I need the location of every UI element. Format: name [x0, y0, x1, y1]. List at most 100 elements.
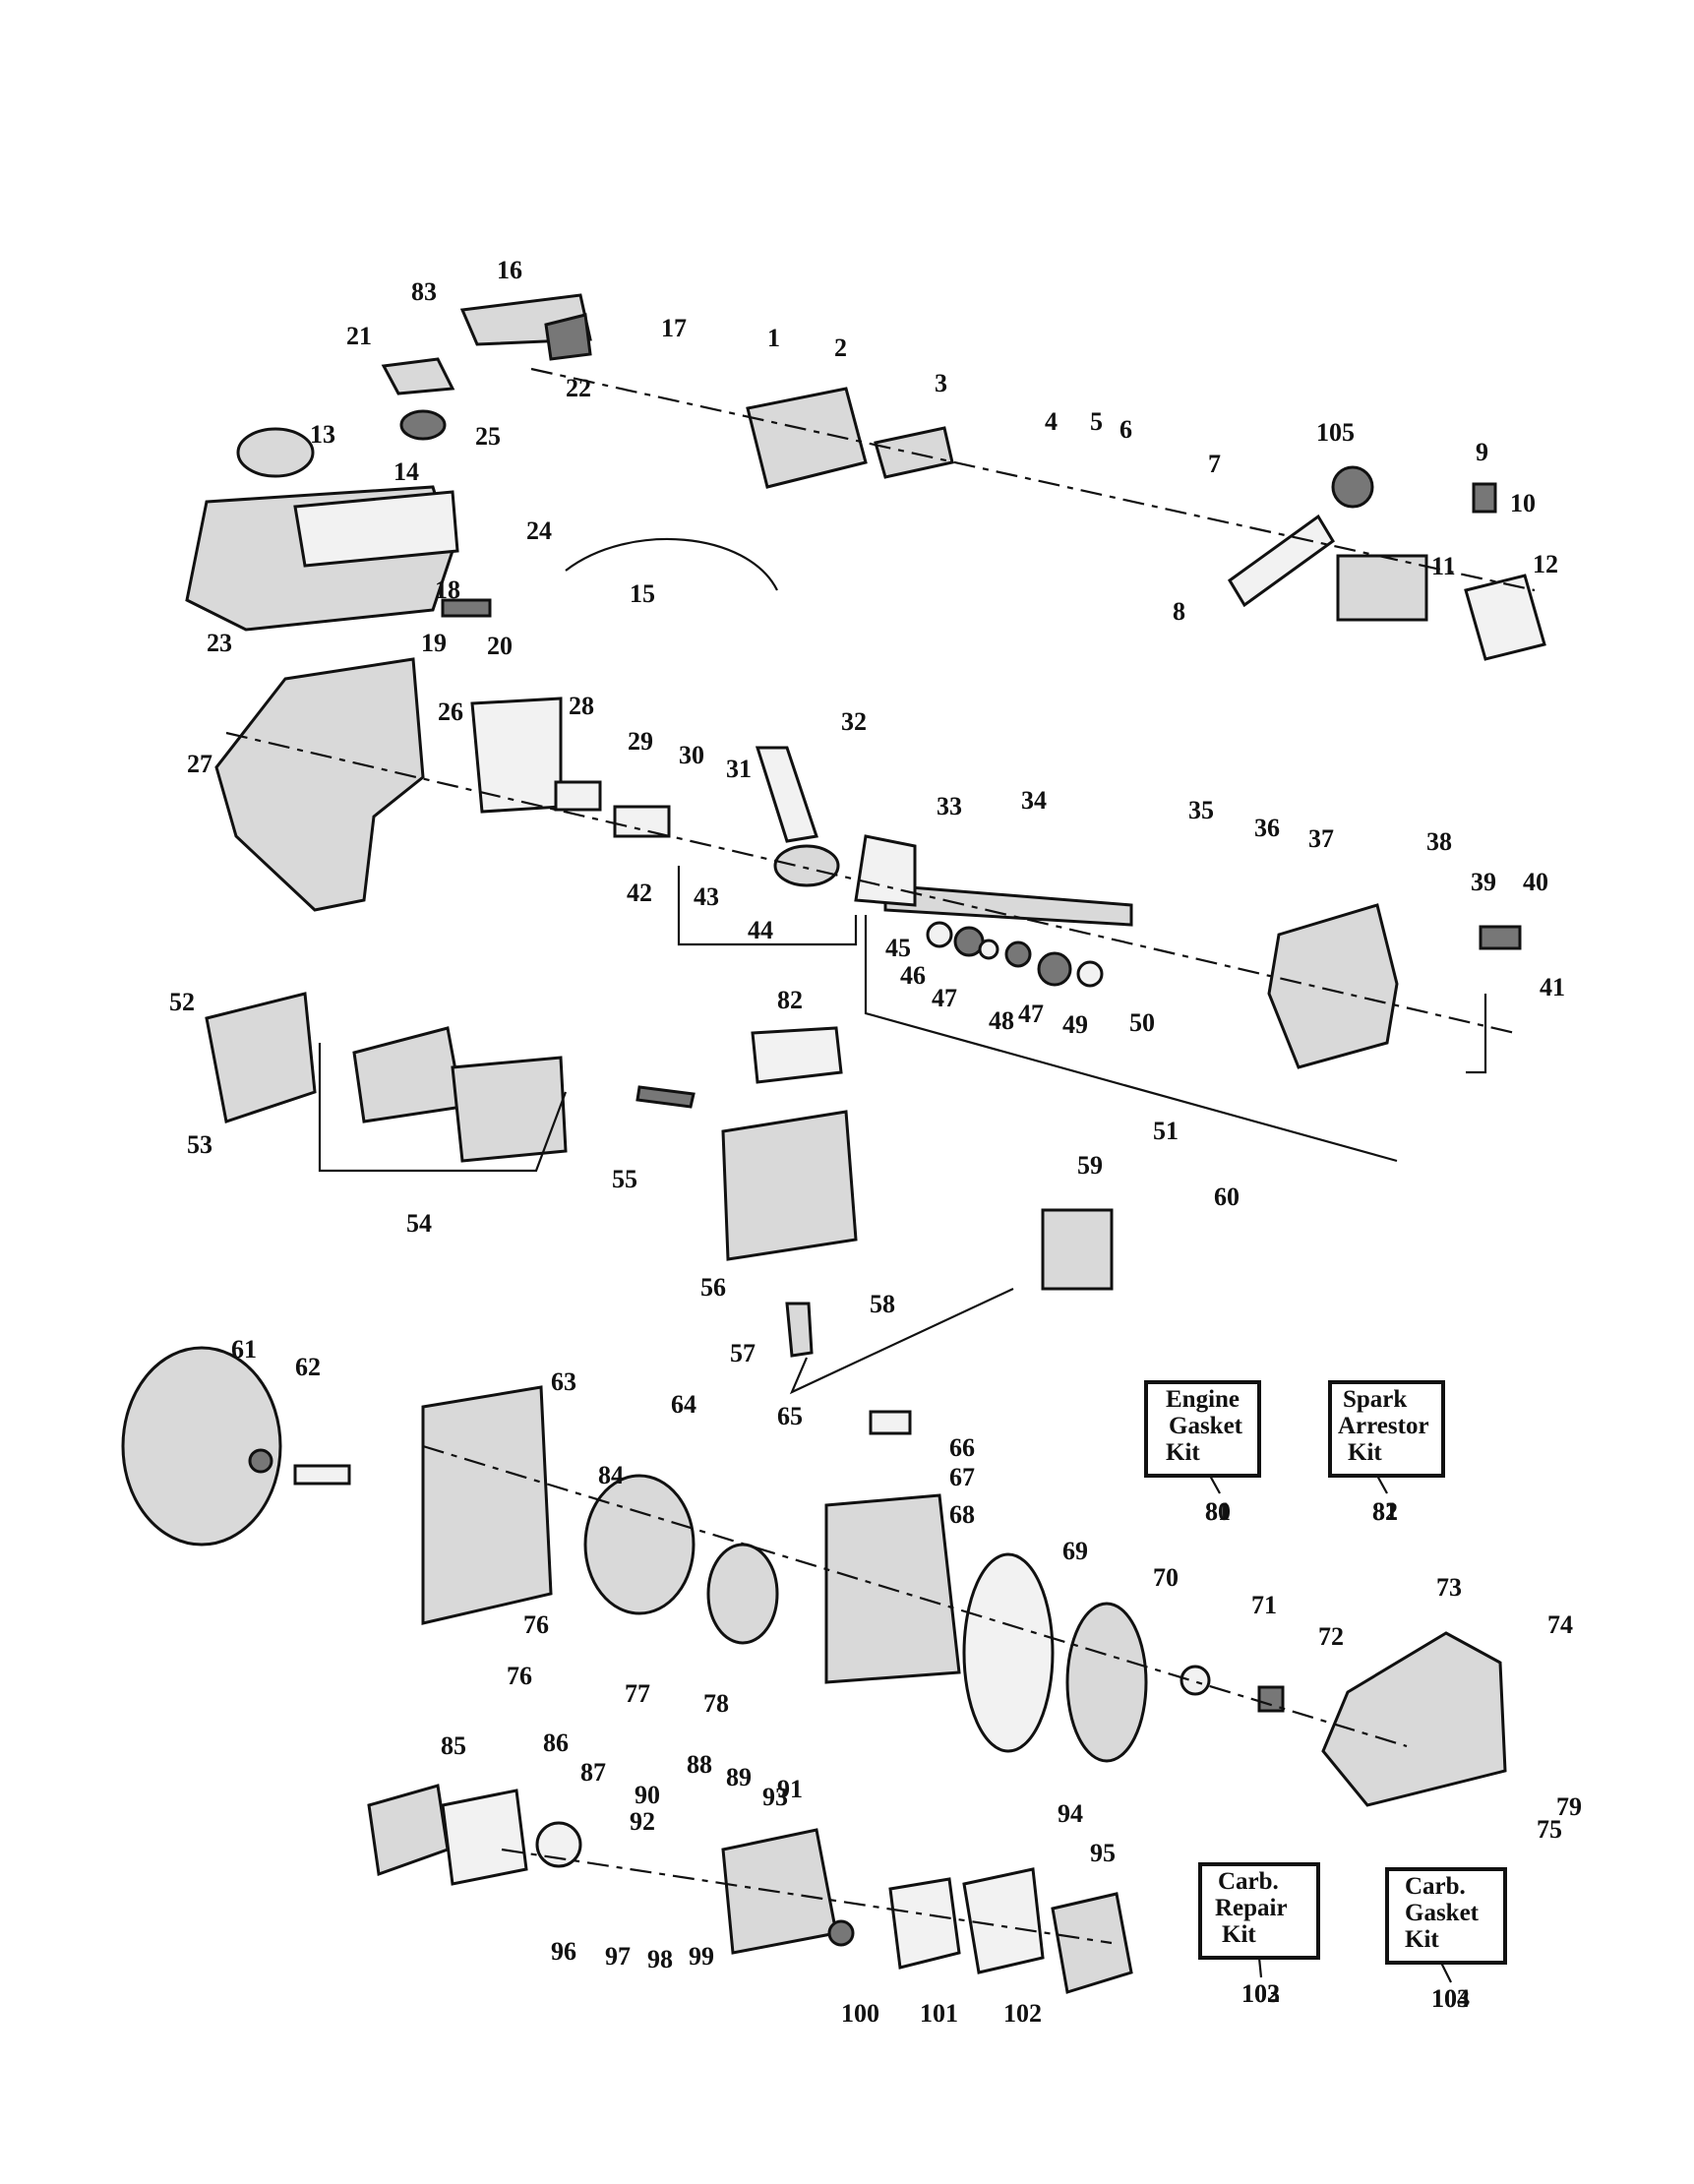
- callout-102: 102: [1003, 1999, 1042, 2028]
- kit-line: Carb.: [1218, 1868, 1279, 1895]
- callout-41: 41: [1540, 973, 1565, 1001]
- callout-17: 17: [661, 314, 687, 342]
- callout-35: 35: [1188, 796, 1214, 824]
- callout-76: 76: [507, 1662, 532, 1690]
- part-crankshaft: [883, 883, 1133, 927]
- part-starter-pulley: [583, 1474, 696, 1615]
- callout-101: 101: [920, 1999, 958, 2028]
- callout-21: 21: [346, 322, 372, 350]
- callout-18: 18: [435, 576, 460, 604]
- callout-76: 76: [523, 1610, 549, 1639]
- part-30: [613, 805, 671, 838]
- part-73: [1257, 1685, 1285, 1713]
- part-41: [1466, 994, 1487, 1074]
- kit-engine-gasket: Engine Gasket Kit 81: [1144, 1380, 1261, 1526]
- callout-59: 59: [1077, 1151, 1103, 1180]
- callout-89: 89: [726, 1763, 752, 1791]
- callout-93: 93: [762, 1783, 788, 1811]
- callout-66: 66: [949, 1433, 975, 1462]
- part-spring-20: [441, 598, 492, 618]
- callout-37: 37: [1308, 824, 1334, 853]
- callout-72: 72: [1318, 1622, 1344, 1651]
- callout-28: 28: [569, 692, 594, 720]
- part-air-box: [352, 1026, 464, 1123]
- callout-26: 26: [438, 698, 463, 726]
- part-25: [399, 409, 447, 441]
- kit-line: Kit: [1166, 1439, 1200, 1466]
- part-86: [367, 1784, 450, 1877]
- part-87: [441, 1789, 528, 1886]
- kit-carb-gasket: Carb. Gasket Kit 103: [1385, 1867, 1507, 2013]
- callout-61: 61: [231, 1335, 257, 1364]
- part-99: [827, 1919, 855, 1947]
- part-crankcase-half: [421, 1385, 553, 1625]
- callout-68: 68: [949, 1500, 975, 1529]
- part-66: [706, 1543, 779, 1645]
- kit-spark-arrestor: Spark Arrestor Kit 82: [1328, 1380, 1445, 1526]
- kit-line: Gasket: [1405, 1900, 1480, 1926]
- part-carb-11: [1336, 554, 1428, 622]
- callout-58: 58: [870, 1290, 895, 1318]
- kit-line: Repair: [1215, 1895, 1288, 1921]
- kit-number: 82: [1372, 1497, 1398, 1526]
- callout-4: 4: [1045, 407, 1058, 436]
- callout-97: 97: [605, 1942, 631, 1971]
- part-63: [248, 1448, 273, 1474]
- callout-48: 48: [989, 1006, 1014, 1035]
- callout-86: 86: [543, 1729, 569, 1757]
- callout-42: 42: [627, 879, 652, 907]
- part-40: [1479, 925, 1522, 950]
- part-clamp-22: [544, 313, 592, 361]
- kit-line: Arrestor: [1338, 1413, 1429, 1439]
- part-fuel-line: [565, 537, 778, 591]
- part-104: [1331, 465, 1374, 509]
- part-56: [635, 1085, 696, 1109]
- part-spark-plug: [785, 1302, 814, 1358]
- callout-43: 43: [694, 882, 719, 911]
- callout-73: 73: [1436, 1573, 1462, 1602]
- part-100: [888, 1877, 961, 1970]
- callout-84: 84: [598, 1461, 624, 1489]
- part-tank-handle: [293, 490, 459, 568]
- part-29: [554, 780, 602, 812]
- callout-3: 3: [935, 369, 947, 397]
- part-10: [1472, 482, 1497, 514]
- part-48: [1004, 940, 1032, 968]
- callout-52: 52: [169, 988, 195, 1016]
- part-47: [978, 939, 999, 960]
- callout-57: 57: [730, 1339, 756, 1367]
- callout-46: 46: [900, 961, 926, 990]
- part-clutch-71: [1065, 1602, 1148, 1763]
- kit-line: Gasket: [1169, 1413, 1243, 1439]
- part-45: [926, 921, 953, 948]
- callout-20: 20: [487, 632, 513, 660]
- callout-104: 104: [1431, 1984, 1470, 2013]
- callout-96: 96: [551, 1937, 576, 1966]
- callout-60: 60: [1214, 1183, 1240, 1211]
- callout-16: 16: [497, 256, 522, 284]
- callout-55: 55: [612, 1165, 637, 1193]
- leader-lines: [225, 367, 1536, 1945]
- part-muffler-cover: [746, 387, 868, 489]
- part-gasket-12: [1464, 574, 1546, 661]
- kit-number: 102: [1241, 1979, 1280, 2008]
- part-cylinder: [721, 1110, 858, 1261]
- callout-65: 65: [777, 1402, 803, 1430]
- callout-2: 2: [834, 334, 847, 362]
- callout-83: 83: [411, 277, 437, 306]
- callout-11: 11: [1431, 552, 1456, 580]
- callout-36: 36: [1254, 814, 1280, 842]
- callout-9: 9: [1476, 438, 1488, 466]
- callout-103: 103: [1241, 1979, 1280, 2008]
- kit-number: 103: [1431, 1984, 1470, 2013]
- callout-99: 99: [689, 1942, 714, 1971]
- kit-number: 81: [1205, 1497, 1231, 1526]
- part-94: [1051, 1892, 1133, 1994]
- callout-22: 22: [566, 374, 591, 402]
- part-72: [1180, 1665, 1211, 1696]
- callout-81: 81: [1372, 1497, 1398, 1526]
- callout-100: 100: [841, 1999, 879, 2028]
- callout-70: 70: [1153, 1563, 1179, 1592]
